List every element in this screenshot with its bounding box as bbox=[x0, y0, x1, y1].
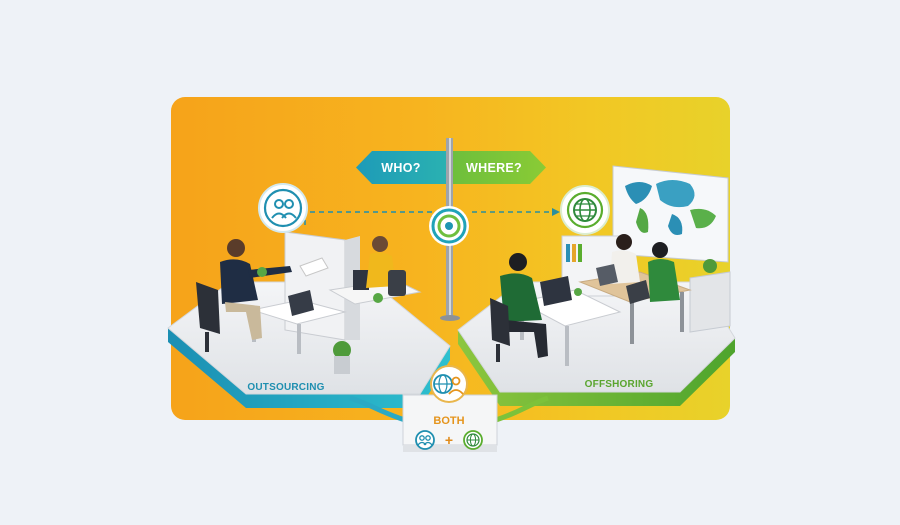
where-arrow-sign bbox=[453, 151, 546, 184]
outsourcing-office-scene bbox=[196, 231, 422, 374]
offshoring-connector bbox=[495, 395, 549, 423]
who-label: WHO? bbox=[381, 161, 420, 175]
target-icon bbox=[429, 206, 469, 246]
where-label: WHERE? bbox=[466, 161, 522, 175]
people-icon-small bbox=[415, 430, 435, 450]
people-icon bbox=[258, 183, 308, 233]
offshoring-label: OFFSHORING bbox=[585, 379, 654, 390]
offshoring-office-scene bbox=[490, 165, 731, 366]
both-label: BOTH bbox=[433, 415, 464, 427]
both-box: BOTH + bbox=[402, 365, 498, 452]
outsourcing-label: OUTSOURCING bbox=[247, 382, 324, 393]
globe-person-icon bbox=[430, 365, 468, 403]
globe-icon bbox=[560, 185, 610, 235]
who-dashed-connector bbox=[304, 211, 433, 225]
plus-symbol: + bbox=[445, 432, 453, 448]
who-arrow-sign bbox=[356, 151, 446, 184]
outsourcing-connector bbox=[349, 395, 406, 423]
globe-icon-small bbox=[463, 430, 483, 450]
